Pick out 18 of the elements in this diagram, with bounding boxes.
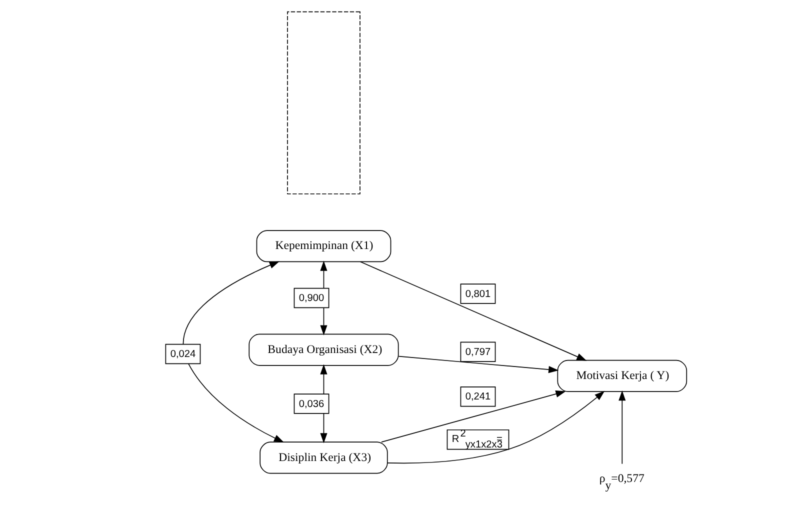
edge-label: 0,241 (464, 392, 490, 403)
node-box: Disiplin Kerja (X3) (259, 442, 388, 474)
arrow (398, 356, 558, 374)
arrow (618, 390, 626, 464)
node-box (286, 11, 360, 194)
edge-label: 0,797 (464, 346, 490, 358)
node-box: Budaya Organisasi (X2) (248, 334, 398, 366)
edge-label: 0,036 (298, 398, 324, 410)
arrow (380, 390, 566, 442)
arrow (386, 390, 604, 464)
node-box: Kepemimpinan (X1) (256, 230, 391, 262)
arrow (320, 260, 327, 336)
node-box: Motivasi Kerja ( Y) (556, 360, 687, 392)
arrow (320, 364, 327, 444)
edge-label: 0,024 (170, 349, 196, 360)
edge-label: 0,900 (298, 293, 324, 304)
edge-label: 0,801 (464, 288, 490, 300)
arrow (182, 261, 284, 443)
